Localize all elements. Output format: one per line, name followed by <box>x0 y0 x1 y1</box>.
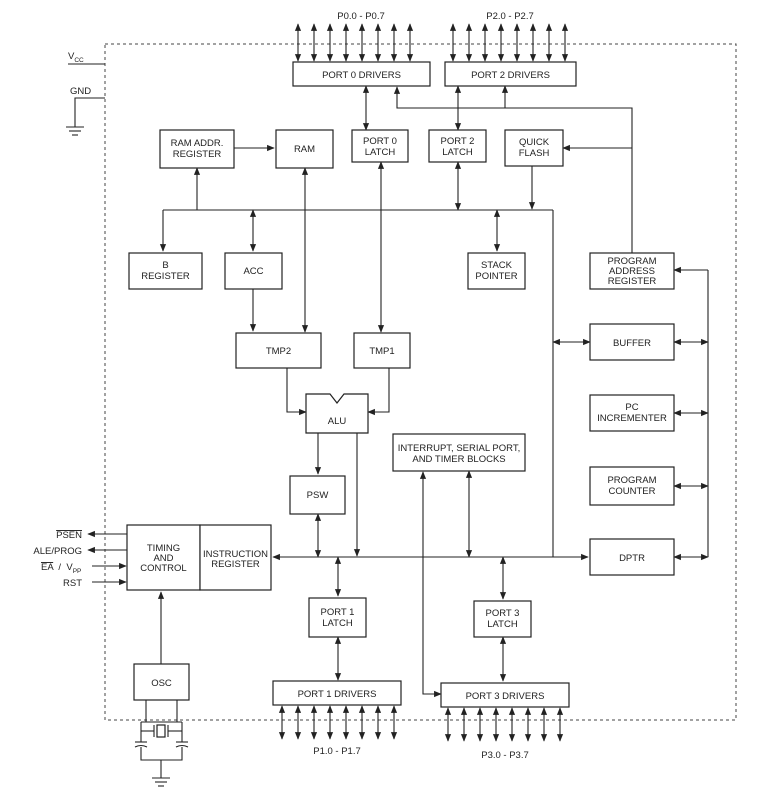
quick-flash-block: QUICK FLASH <box>504 129 564 167</box>
p0-pin-label: P0.0 - P0.7 <box>337 11 385 22</box>
port2-latch-block: PORT 2 LATCH <box>428 129 487 163</box>
instruction-register-block: INSTRUCTION REGISTER <box>199 524 272 591</box>
port2-pins <box>449 23 569 62</box>
program-counter-line2: COUNTER <box>609 486 656 497</box>
acc-label: ACC <box>243 266 263 277</box>
ram-addr-register-block: RAM ADDR. REGISTER <box>159 129 235 169</box>
tmp2-label: TMP2 <box>266 346 291 357</box>
program-address-register-line3: REGISTER <box>608 276 657 287</box>
port3-drivers-block: PORT 3 DRIVERS <box>440 682 570 708</box>
port3-latch-block: PORT 3 LATCH <box>473 600 532 638</box>
port3-pins <box>444 707 564 742</box>
vcc-main: V <box>68 51 75 62</box>
instruction-register-line2: REGISTER <box>211 559 260 570</box>
port0-drivers-label: PORT 0 DRIVERS <box>322 70 401 81</box>
timing-control-line1: TIMING <box>147 543 180 554</box>
port3-latch-line2: LATCH <box>487 619 518 630</box>
p3-pin-label: P3.0 - P3.7 <box>481 750 529 761</box>
port0-drivers-block: PORT 0 DRIVERS <box>292 61 431 87</box>
port3-drivers-label: PORT 3 DRIVERS <box>466 691 545 702</box>
p1-pin-label: P1.0 - P1.7 <box>313 746 361 757</box>
alu-label: ALU <box>328 416 347 427</box>
port0-latch-line2: LATCH <box>365 147 396 158</box>
stack-pointer-line1: STACK <box>481 260 513 271</box>
port0-latch-block: PORT 0 LATCH <box>351 129 409 163</box>
port2-drivers-block: PORT 2 DRIVERS <box>444 61 577 87</box>
interrupt-blocks-line1: INTERRUPT, SERIAL PORT, <box>398 443 520 454</box>
vcc-label: VCC <box>68 51 84 64</box>
timing-control-block: TIMING AND CONTROL <box>126 524 201 591</box>
pc-incrementer-block: PC INCREMENTER <box>589 394 675 432</box>
tmp2-block: TMP2 <box>235 332 322 369</box>
ea-vpp-pin-label: EA / VPP <box>41 562 81 575</box>
quick-flash-line1: QUICK <box>519 137 550 148</box>
ram-block: RAM <box>275 129 334 169</box>
dptr-block: DPTR <box>589 538 675 576</box>
port2-latch-line2: LATCH <box>442 147 473 158</box>
ale-prog-pin-label: ALE/PROG <box>33 546 82 557</box>
vcc-subscript: CC <box>74 57 84 64</box>
connections <box>66 63 709 787</box>
port1-latch-block: PORT 1 LATCH <box>308 597 367 638</box>
ea-subscript: PP <box>73 568 82 575</box>
port1-latch-line1: PORT 1 <box>321 607 355 618</box>
tmp1-block: TMP1 <box>353 332 411 369</box>
alu-block: ALU <box>305 393 369 434</box>
osc-block: OSC <box>133 663 190 701</box>
pc-incrementer-line1: PC <box>625 402 638 413</box>
ram-label: RAM <box>294 144 315 155</box>
instruction-register-line1: INSTRUCTION <box>203 549 268 560</box>
program-address-register-line2: ADDRESS <box>609 266 655 277</box>
program-address-register-block: PROGRAM ADDRESS REGISTER <box>589 252 675 290</box>
quick-flash-line2: FLASH <box>519 148 550 159</box>
rst-pin-label: RST <box>63 578 82 589</box>
acc-block: ACC <box>224 252 283 290</box>
port3-latch-line1: PORT 3 <box>486 608 520 619</box>
buffer-label: BUFFER <box>613 338 651 349</box>
p2-pin-label: P2.0 - P2.7 <box>486 11 534 22</box>
timing-control-line2: AND <box>153 553 173 564</box>
ea-prefix: EA <box>41 562 54 573</box>
stack-pointer-block: STACK POINTER <box>467 252 526 290</box>
psw-label: PSW <box>307 490 329 501</box>
port2-latch-line1: PORT 2 <box>441 136 475 147</box>
ram-addr-register-line1: RAM ADDR. <box>171 138 224 149</box>
port2-drivers-label: PORT 2 DRIVERS <box>471 70 550 81</box>
timing-control-line3: CONTROL <box>140 563 186 574</box>
port0-latch-line1: PORT 0 <box>363 136 397 147</box>
psw-block: PSW <box>289 475 346 515</box>
buffer-block: BUFFER <box>589 323 675 361</box>
dptr-label: DPTR <box>619 553 645 564</box>
chip-boundary <box>104 43 737 721</box>
ram-addr-register-line2: REGISTER <box>173 149 222 160</box>
program-counter-line1: PROGRAM <box>607 475 656 486</box>
port1-drivers-block: PORT 1 DRIVERS <box>272 680 402 706</box>
osc-label: OSC <box>151 678 172 689</box>
b-register-line2: REGISTER <box>141 271 190 282</box>
program-address-register-line1: PROGRAM <box>607 256 656 267</box>
pc-incrementer-line2: INCREMENTER <box>597 413 667 424</box>
program-counter-block: PROGRAM COUNTER <box>589 466 675 506</box>
port1-drivers-label: PORT 1 DRIVERS <box>298 689 377 700</box>
b-register-line1: B <box>162 260 168 271</box>
interrupt-blocks-line2: AND TIMER BLOCKS <box>412 454 505 465</box>
port1-pins <box>278 705 398 740</box>
interrupt-serial-timer-block: INTERRUPT, SERIAL PORT, AND TIMER BLOCKS <box>392 433 526 472</box>
ea-mid: / V <box>53 562 73 573</box>
gnd-label: GND <box>70 86 91 97</box>
port1-latch-line2: LATCH <box>322 618 353 629</box>
b-register-block: B REGISTER <box>128 252 203 290</box>
stack-pointer-line2: POINTER <box>475 271 517 282</box>
psen-pin-label: PSEN <box>56 530 82 541</box>
port0-pins <box>294 23 414 62</box>
tmp1-label: TMP1 <box>369 346 394 357</box>
